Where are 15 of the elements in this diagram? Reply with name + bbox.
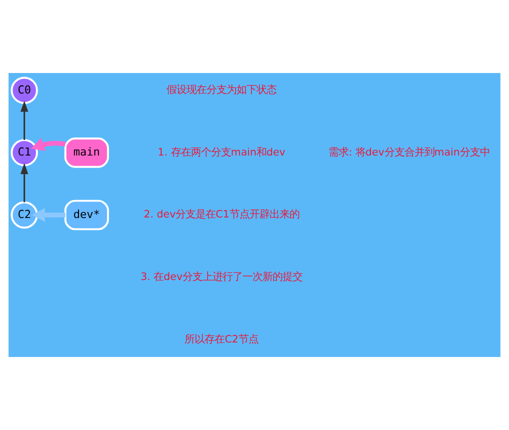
- node-box: main: [64, 138, 109, 168]
- node-circle: C0: [10, 76, 38, 104]
- arrow: [20, 163, 28, 202]
- label: 2. dev分支是在C1节点开辟出来的: [144, 208, 300, 221]
- node-box: dev*: [64, 200, 109, 230]
- node-circle: C2: [10, 201, 38, 229]
- label: 3. 在dev分支上进行了一次新的提交: [140, 271, 303, 284]
- node-circle: C1: [10, 139, 38, 166]
- arrow: [20, 100, 28, 140]
- arrow: [32, 208, 66, 222]
- label: 需求: 将dev分支合并到main分支中: [328, 146, 490, 158]
- label: 1. 存在两个分支main和dev: [158, 146, 286, 158]
- arrow: [30, 138, 66, 151]
- label: 所以存在C2节点: [184, 333, 258, 346]
- label: 假设现在分支为如下状态: [166, 84, 277, 96]
